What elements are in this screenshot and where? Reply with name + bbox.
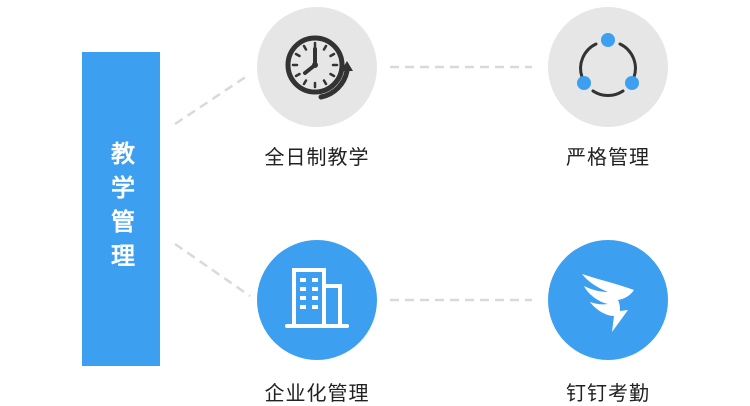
node-dingtalk-attendance <box>548 240 668 360</box>
cycle-dots-icon <box>577 33 639 98</box>
node-label: 钉钉考勤 <box>566 381 650 405</box>
sidebar-title: 教学管理 <box>106 141 135 277</box>
node-label: 全日制教学 <box>264 145 370 169</box>
connector-bottom-left <box>174 242 251 298</box>
sidebar-box: 教学管理 <box>82 52 160 366</box>
dingtalk-logo-icon <box>582 274 634 332</box>
clock-cycle-icon <box>285 35 353 100</box>
node-label: 严格管理 <box>566 145 650 169</box>
connector-top-left <box>174 72 251 126</box>
node-corporate-management <box>257 240 377 360</box>
node-fulltime-teaching <box>257 7 377 127</box>
office-building-icon <box>285 268 349 328</box>
node-label: 企业化管理 <box>264 381 370 405</box>
node-strict-management <box>548 7 668 127</box>
